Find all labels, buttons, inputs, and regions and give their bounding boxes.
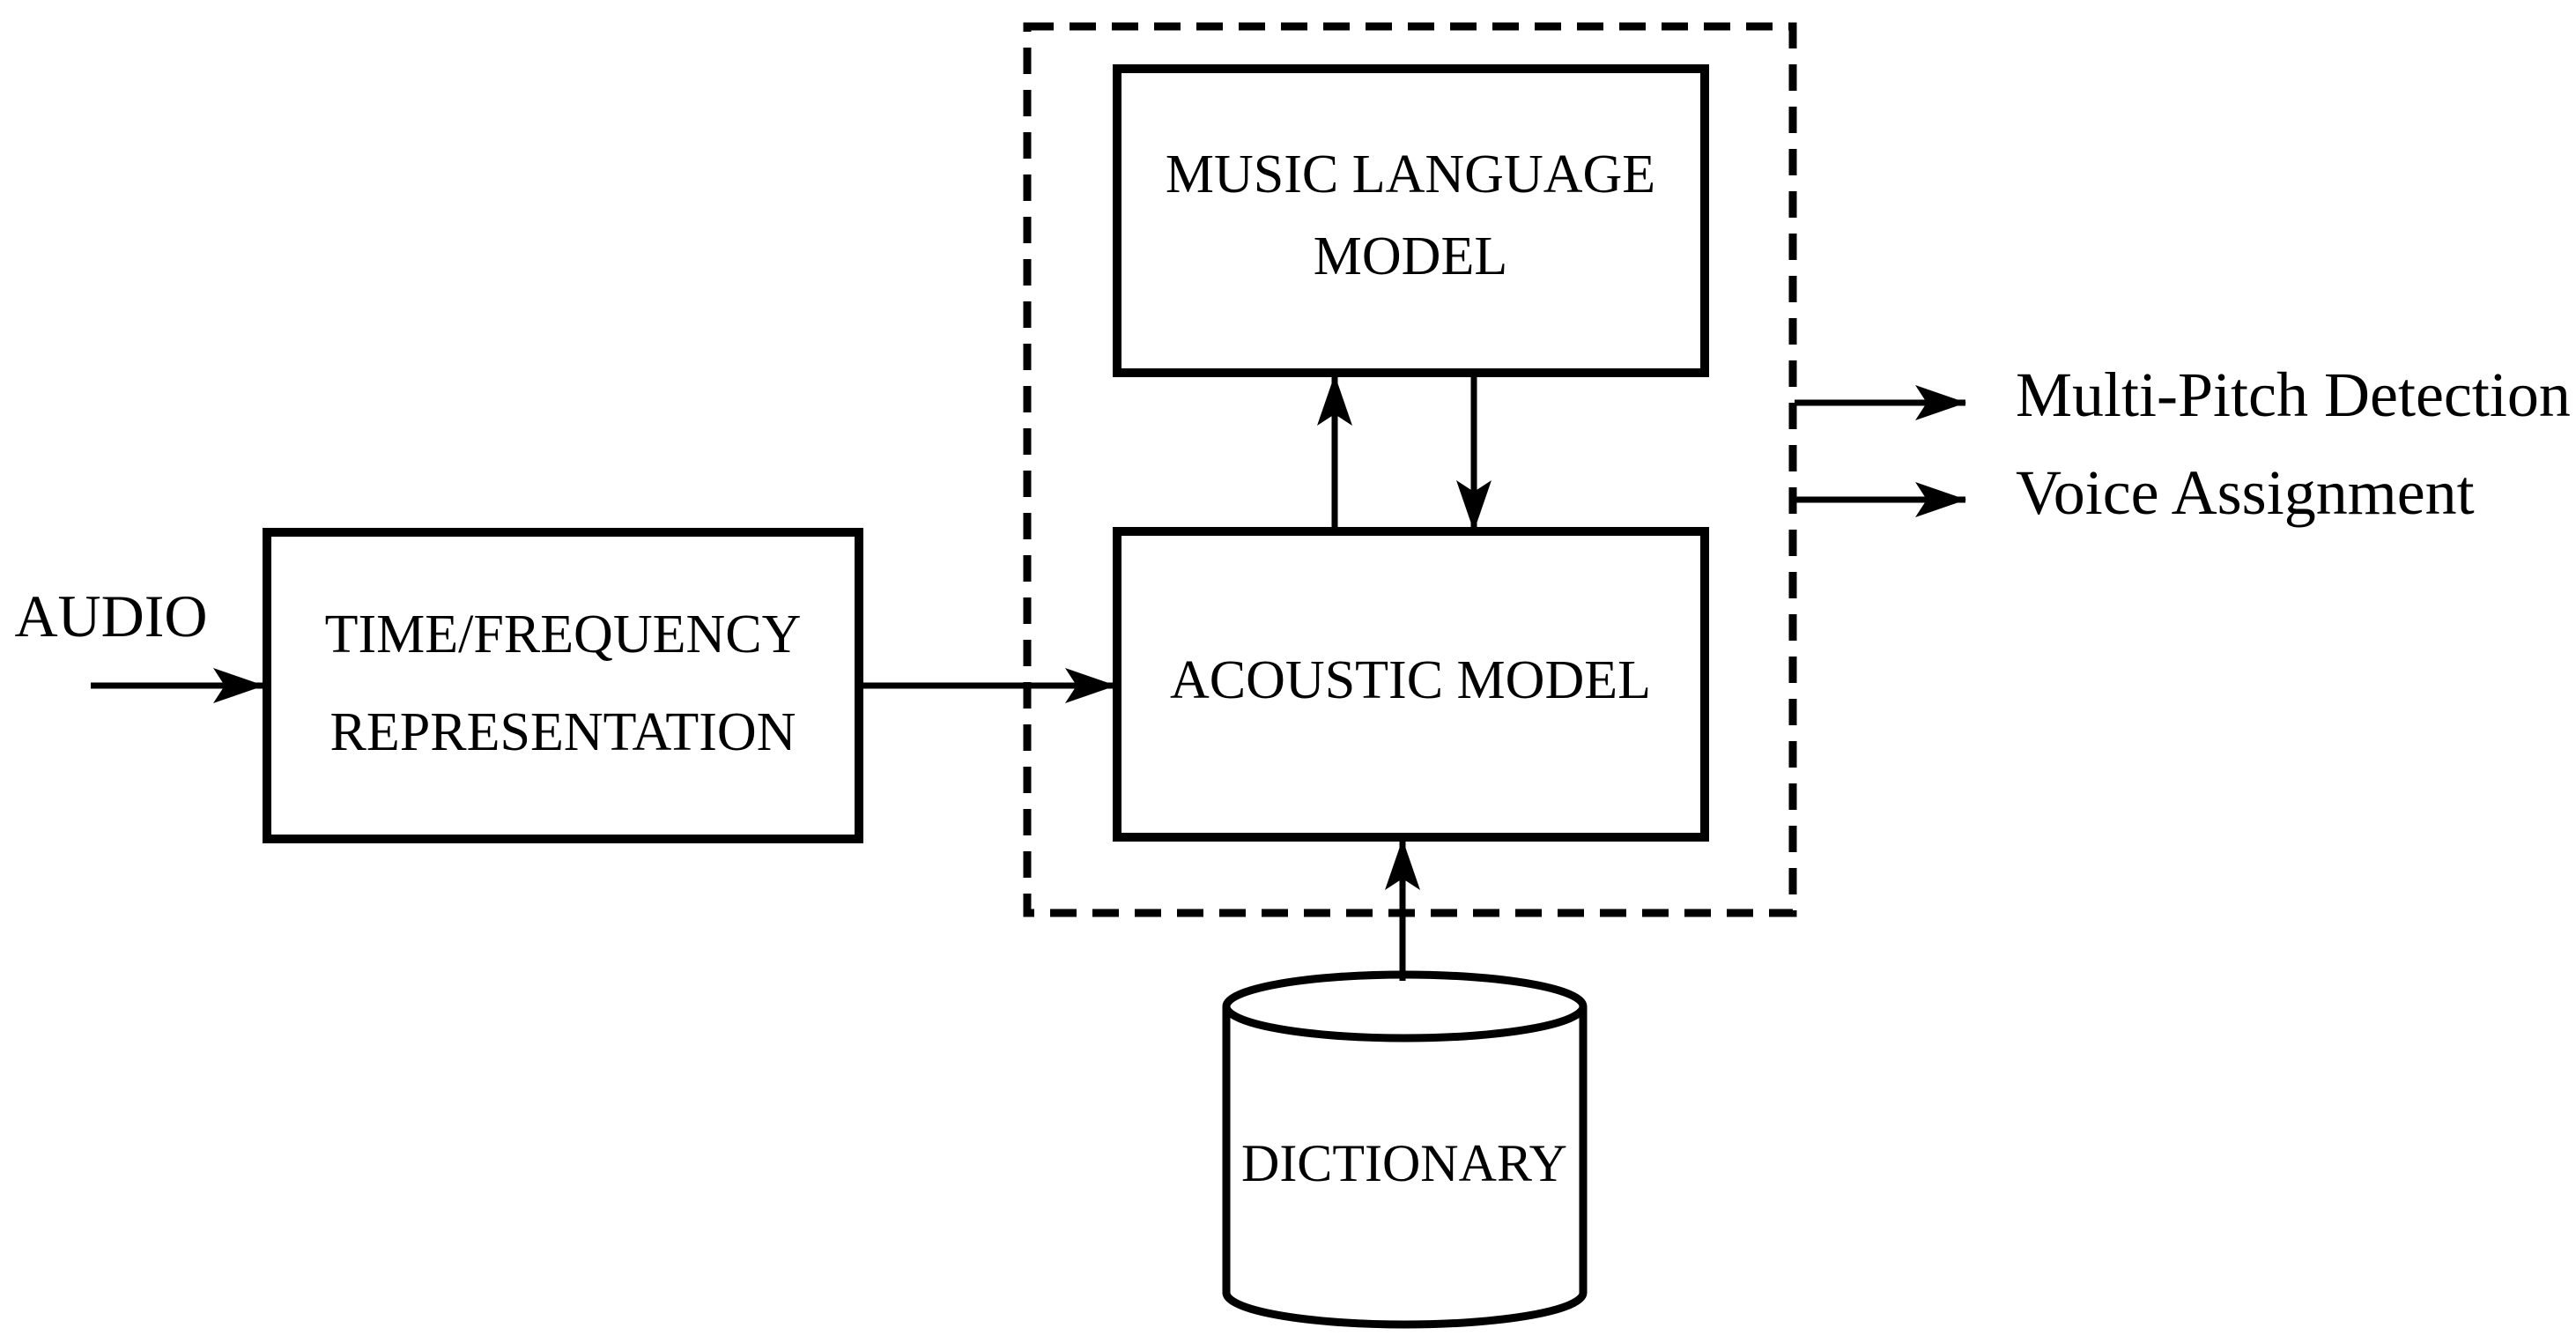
- music-language-model-box: MUSIC LANGUAGE MODEL: [1113, 64, 1709, 377]
- dictionary-cylinder-top: [1222, 970, 1588, 1042]
- dictionary-label: DICTIONARY: [1241, 1134, 1567, 1192]
- time-frequency-label-line2: REPRESENTATION: [330, 702, 796, 762]
- dictionary-cylinder: DICTIONARY: [1222, 970, 1588, 1329]
- acoustic-model-box: ACOUSTIC MODEL: [1113, 527, 1709, 842]
- time-frequency-label-line1: TIME/FREQUENCY: [325, 605, 802, 664]
- music-language-model-label-line1: MUSIC LANGUAGE: [1166, 145, 1655, 204]
- music-language-model-label-line2: MODEL: [1314, 226, 1507, 286]
- acoustic-model-label: ACOUSTIC MODEL: [1170, 650, 1651, 710]
- acoustic-model-box-rect: [1113, 527, 1709, 842]
- audio-label: AUDIO: [14, 582, 207, 649]
- multi-pitch-detection-label: Multi-Pitch Detection: [2016, 360, 2571, 430]
- time-frequency-box-rect: [263, 528, 863, 843]
- voice-assignment-label: Voice Assignment: [2016, 457, 2475, 528]
- music-language-model-box-rect: [1113, 64, 1709, 377]
- transcription-framework-dashed-box: [1023, 22, 1797, 917]
- dictionary-cylinder-body: [1222, 1006, 1588, 1329]
- time-frequency-box: TIME/FREQUENCY REPRESENTATION: [263, 528, 863, 843]
